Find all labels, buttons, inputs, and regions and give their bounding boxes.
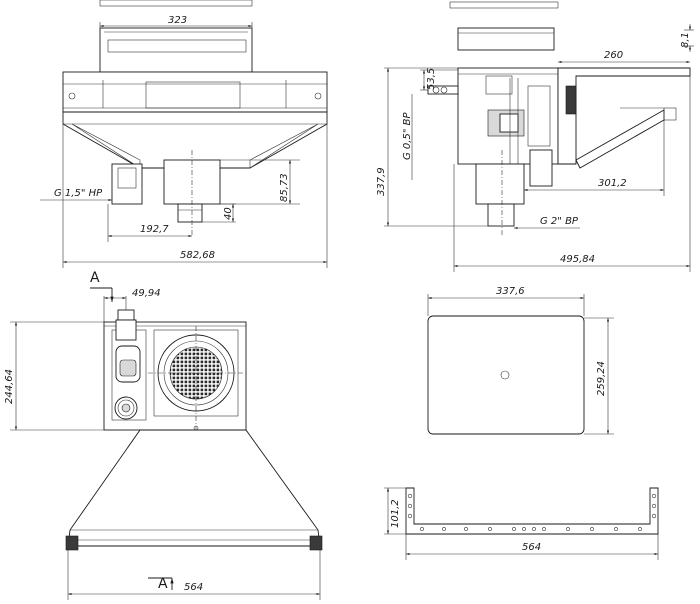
dim-pipe-offset: 192,7: [140, 224, 169, 235]
front-screw-left: [68, 92, 76, 100]
dim-top-frame: 323: [168, 15, 187, 26]
dim-front-width: 582,68: [180, 250, 215, 261]
side-dimensions: 8,1 260 53,5 G 0,5" ВР 337,9 301,2 G 2" …: [376, 24, 694, 272]
thread-g15-label: G 1,5" НР: [54, 188, 103, 199]
front-screw-right: [314, 92, 322, 100]
dim-side-depth: 495,84: [560, 254, 595, 265]
dim-nozzle-offset: 49,94: [132, 288, 161, 299]
dim-bracket-width: 564: [522, 542, 541, 553]
thread-g05-label: G 0,5" ВР: [402, 112, 413, 160]
lid-view: 337,6 259,24: [427, 286, 614, 435]
dim-side-reach: 260: [604, 50, 623, 61]
section-label-upper: A: [90, 270, 100, 286]
front-dimensions: 323 G 1,5" НР 85,73 40 192,7 582,68: [40, 15, 328, 268]
dim-bottom-width: 564: [184, 582, 203, 593]
dim-top-flange: 8,1: [680, 32, 691, 48]
thread-g2-label: G 2" ВР: [540, 216, 579, 227]
dim-plan-height: 244,64: [4, 369, 15, 404]
dim-lid-width: 337,6: [496, 286, 525, 297]
lid-hole: [500, 370, 510, 380]
section-label-lower: A: [158, 576, 168, 592]
plan-dimensions: 49,94 A 244,64 564 A: [4, 270, 321, 600]
dim-pipe-drop: 40: [223, 207, 234, 220]
dim-side-height: 337,9: [376, 167, 387, 196]
dim-lid-height: 259,24: [596, 361, 607, 396]
dim-side-depth-inner: 301,2: [598, 178, 627, 189]
front-view: [62, 0, 328, 235]
bracket-view: 101,2 564: [384, 487, 659, 560]
side-view: [427, 1, 691, 236]
dim-bracket-height: 101,2: [390, 499, 401, 528]
dim-g05-offset: 53,5: [426, 68, 437, 90]
dim-pipe-height: 85,73: [279, 173, 290, 202]
plan-view: [65, 309, 323, 551]
